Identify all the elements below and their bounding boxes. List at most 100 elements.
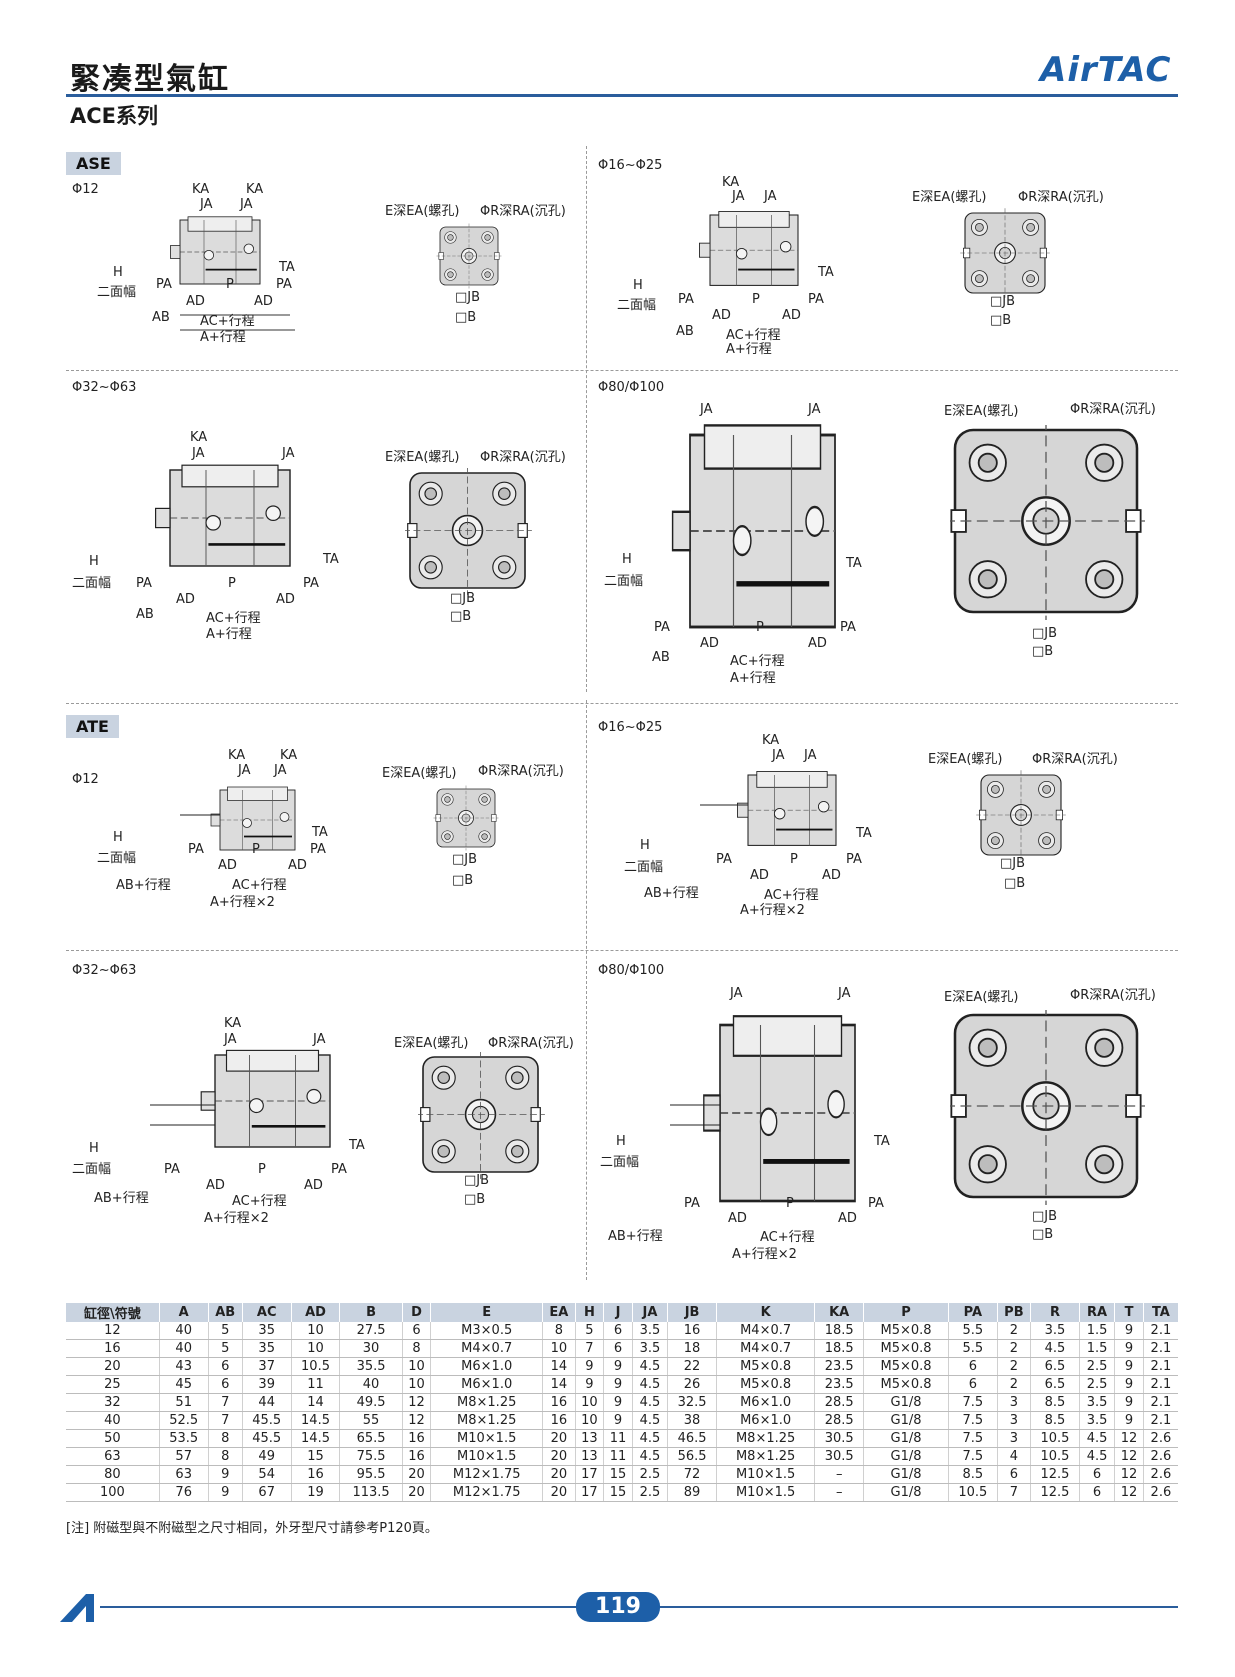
table-cell: 4.5 — [1030, 1339, 1080, 1358]
dim-p: P — [228, 576, 236, 591]
table-cell: G1/8 — [863, 1429, 949, 1448]
table-cell: 10.5 — [948, 1483, 998, 1502]
table-cell: 2.1 — [1143, 1339, 1178, 1358]
table-cell: 2.5 — [1079, 1357, 1116, 1376]
ase12-end-drawing — [436, 223, 502, 289]
table-cell: M8×1.25 — [716, 1429, 816, 1448]
dim-jb: □JB — [464, 1173, 490, 1188]
table-cell: 9 — [603, 1393, 633, 1412]
table-cell: 10 — [291, 1322, 341, 1340]
page-title: 緊凑型氣缸 — [70, 62, 230, 97]
table-cell: 4.5 — [632, 1393, 669, 1412]
table-cell: 1.5 — [1079, 1339, 1116, 1358]
table-cell: G1/8 — [863, 1447, 949, 1466]
table-cell: M4×0.7 — [716, 1322, 816, 1340]
table-cell: 9 — [1114, 1339, 1144, 1358]
table-cell: 113.5 — [339, 1483, 403, 1502]
table-cell: 8 — [208, 1447, 243, 1466]
table-cell: 12 — [1114, 1483, 1144, 1502]
table-cell: 23.5 — [814, 1357, 865, 1376]
table-cell: 2.1 — [1143, 1411, 1178, 1430]
table-cell: 10 — [402, 1357, 432, 1376]
dim-b: □B — [455, 310, 477, 325]
table-cell: 20 — [542, 1465, 576, 1484]
size-label-ase80: Φ80/Φ100 — [598, 380, 665, 395]
table-cell: M6×1.0 — [716, 1411, 816, 1430]
table-cell: 38 — [667, 1411, 717, 1430]
ate16-end-drawing — [976, 770, 1066, 860]
column-header: AD — [291, 1303, 341, 1322]
ate32-end-drawing — [418, 1052, 546, 1180]
dim-ad: AD — [218, 858, 237, 873]
dim-flats: 二面幅 — [604, 574, 644, 589]
column-header: H — [575, 1303, 605, 1322]
table-cell: M8×1.25 — [430, 1411, 544, 1430]
dim-ac-stroke: AC+行程 — [232, 878, 287, 893]
dim-ja: JA — [730, 986, 743, 1001]
dim-ac-stroke: AC+行程 — [206, 611, 261, 626]
ate-section-tag: ATE — [66, 715, 119, 738]
table-cell: M4×0.7 — [716, 1339, 816, 1358]
dim-ad-2: AD — [782, 308, 801, 323]
table-cell: M6×1.0 — [716, 1393, 816, 1412]
size-label-ate12: Φ12 — [72, 772, 99, 787]
dim-ta: TA — [874, 1134, 890, 1149]
dim-h: H — [89, 554, 99, 569]
thread-label: E深EA(螺孔) — [912, 190, 987, 205]
counterbore-label: ΦR深RA(沉孔) — [1032, 752, 1118, 767]
table-cell: 13 — [575, 1429, 605, 1448]
table-cell: 10 — [291, 1339, 341, 1358]
table-cell: 40 — [159, 1322, 209, 1340]
dim-b: □B — [1032, 1227, 1054, 1242]
table-cell: 2.6 — [1143, 1483, 1178, 1502]
dim-flats: 二面幅 — [72, 576, 112, 591]
table-cell: 6.5 — [1030, 1357, 1080, 1376]
table-cell: M5×0.8 — [716, 1357, 816, 1376]
dim-pa-2: PA — [303, 576, 319, 591]
table-cell: 6.5 — [1030, 1375, 1080, 1394]
ase80-end-drawing — [950, 425, 1145, 620]
dim-pa: PA — [678, 292, 694, 307]
table-cell: 14.5 — [291, 1429, 341, 1448]
dim-ad: AD — [206, 1178, 225, 1193]
table-cell: 6 — [208, 1375, 243, 1394]
table-cell: 52.5 — [159, 1411, 209, 1430]
table-cell: 18 — [667, 1339, 717, 1358]
dim-p: P — [786, 1196, 794, 1211]
dim-ka: KA — [722, 175, 740, 190]
table-cell: 11 — [603, 1429, 633, 1448]
table-cell: 6 — [948, 1357, 998, 1376]
dim-p: P — [790, 852, 798, 867]
table-cell: 20 — [542, 1483, 576, 1502]
table-cell: 6 — [208, 1357, 243, 1376]
table-cell: 35.5 — [339, 1357, 403, 1376]
dim-ad: AD — [712, 308, 731, 323]
dim-pa: PA — [136, 576, 152, 591]
thread-label: E深EA(螺孔) — [385, 450, 460, 465]
ate32-side-drawing — [150, 1049, 332, 1149]
dim-flats: 二面幅 — [97, 285, 137, 300]
table-cell: 49.5 — [339, 1393, 403, 1412]
counterbore-label: ΦR深RA(沉孔) — [478, 764, 564, 779]
divider-horizontal-2 — [66, 703, 1178, 704]
table-cell: 2.1 — [1143, 1375, 1178, 1394]
dim-b: □B — [450, 609, 472, 624]
table-cell: 16 — [542, 1393, 576, 1412]
table-cell: 65.5 — [339, 1429, 403, 1448]
table-cell: 39 — [242, 1375, 292, 1394]
dim-ad: AD — [186, 294, 205, 309]
table-cell: 63 — [159, 1465, 209, 1484]
counterbore-label: ΦR深RA(沉孔) — [480, 204, 566, 219]
footnote: [注] 附磁型與不附磁型之尺寸相同，外牙型尺寸請參考P120頁。 — [66, 1521, 438, 1536]
dim-ab: AB — [136, 607, 154, 622]
size-label-ase12: Φ12 — [72, 182, 99, 197]
table-cell: M10×1.5 — [430, 1447, 544, 1466]
dim-ab-stroke: AB+行程 — [608, 1229, 663, 1244]
column-header: R — [1030, 1303, 1080, 1322]
table-cell: 13 — [575, 1447, 605, 1466]
table-cell: 15 — [291, 1447, 341, 1466]
table-cell: 8 — [208, 1429, 243, 1448]
